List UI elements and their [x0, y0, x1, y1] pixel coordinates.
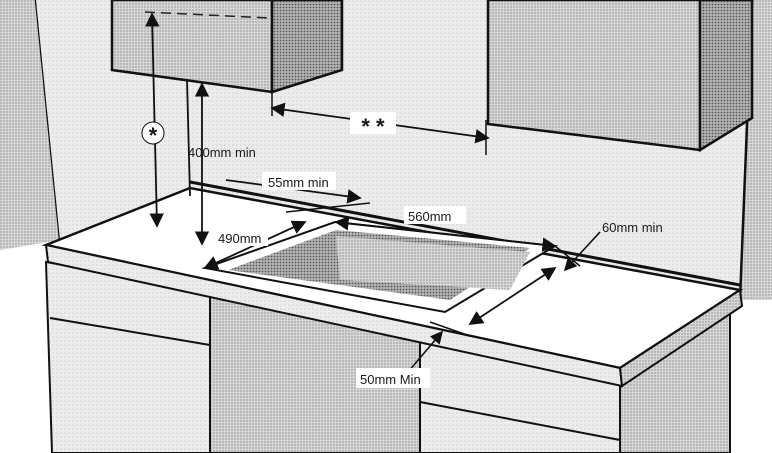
right-upper-cabinet-side	[698, 0, 754, 153]
side-clearance-extension	[554, 245, 581, 267]
clearance-above-label: 400mm min	[188, 145, 256, 160]
double-star-label-bg	[350, 112, 396, 134]
front-clearance-leader	[407, 330, 444, 373]
cutout-side-depth-dimension	[468, 267, 557, 325]
worktop-side-edge	[618, 288, 744, 388]
left-cabinet-bottom-extension	[186, 79, 191, 197]
cutout-depth-label: 490mm	[218, 231, 261, 246]
front-clearance-extension	[429, 321, 471, 337]
side-clearance-label: 60mm min	[602, 220, 663, 235]
left-base-drawer-line	[49, 317, 211, 346]
cutout-depth-label-bg	[216, 228, 268, 246]
star-badge	[141, 121, 165, 145]
left-wall	[0, 0, 60, 250]
front-clearance-label-bg	[356, 368, 430, 388]
cutout-width-dimension	[334, 216, 557, 252]
star-single-label: *	[149, 123, 158, 148]
back-clearance-label-bg	[262, 172, 336, 190]
cutout-width-label-bg	[404, 206, 466, 224]
right-wall	[740, 0, 772, 300]
star-height-dimension	[145, 12, 164, 228]
side-clearance-leader	[563, 231, 601, 272]
front-clearance-label: 50mm Min	[360, 372, 421, 387]
right-upper-cabinet-front	[486, 0, 702, 152]
back-clearance-label: 55mm min	[268, 175, 329, 190]
right-base-drawer-line	[419, 401, 621, 441]
double-star-label: * *	[361, 114, 385, 139]
cabinet-top-dashed-line	[144, 11, 271, 19]
cutout-width-label: 560mm	[408, 209, 451, 224]
cutout-back-extension	[285, 202, 371, 213]
left-upper-cabinet-side	[270, 0, 344, 94]
